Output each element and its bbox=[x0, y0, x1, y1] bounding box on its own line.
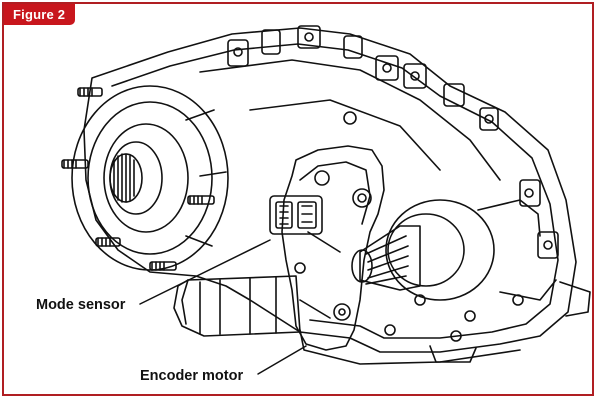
encoder-motor-label: Encoder motor bbox=[140, 368, 244, 384]
mode-sensor-leader bbox=[139, 239, 271, 305]
figure-tag: Figure 2 bbox=[4, 4, 76, 25]
figure-frame bbox=[2, 2, 594, 396]
encoder-motor bbox=[281, 145, 385, 351]
transfer-case-housing bbox=[83, 27, 591, 365]
flange-studs bbox=[61, 87, 215, 271]
motor-barrel bbox=[173, 275, 301, 337]
housing-bosses bbox=[227, 25, 559, 342]
encoder-motor-leader bbox=[257, 345, 307, 375]
mode-sensor bbox=[269, 195, 323, 235]
callout-leaders bbox=[139, 239, 307, 375]
rear-output-shaft bbox=[351, 199, 557, 301]
mode-sensor-label: Mode sensor bbox=[36, 297, 126, 313]
